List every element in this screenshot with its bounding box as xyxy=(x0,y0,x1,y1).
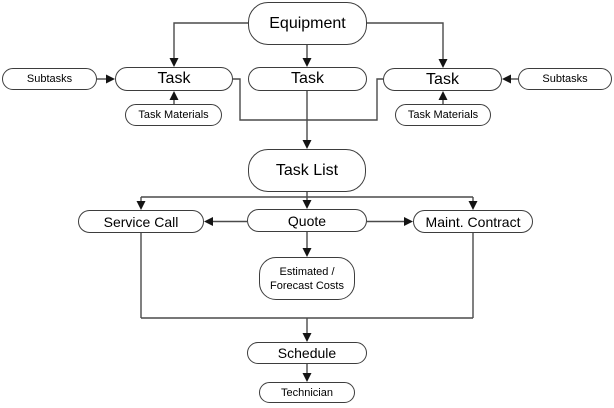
node-label: Maint. Contract xyxy=(425,213,521,230)
node-task-materials-left: Task Materials xyxy=(125,104,222,126)
node-task-left: Task xyxy=(115,67,233,91)
node-label: Estimated / xyxy=(279,265,335,278)
arrowhead xyxy=(302,333,312,342)
node-label: Technician xyxy=(281,386,333,399)
node-task-center: Task xyxy=(248,67,367,91)
arrowhead xyxy=(302,373,312,382)
node-task-right: Task xyxy=(383,68,502,91)
edge-equipment-task-right xyxy=(367,22,444,59)
node-label: Task xyxy=(426,70,459,88)
node-label: Task xyxy=(157,70,191,87)
node-label: Task Materials xyxy=(138,109,209,121)
edge-equipment-task-left xyxy=(173,22,248,58)
node-quote: Quote xyxy=(247,209,367,232)
arrowhead xyxy=(468,201,478,210)
node-estimated-costs: Estimated / Forecast Costs xyxy=(259,257,355,300)
edge-task-left-merge xyxy=(233,78,307,121)
arrowhead xyxy=(169,58,179,67)
arrowhead xyxy=(438,59,448,68)
arrowhead xyxy=(302,200,312,209)
arrowhead xyxy=(204,217,213,226)
node-technician: Technician xyxy=(259,382,355,403)
arrowhead xyxy=(169,91,179,100)
node-label: Forecast Costs xyxy=(270,279,344,292)
node-label: Subtasks xyxy=(542,73,588,85)
node-equipment: Equipment xyxy=(248,2,367,45)
node-subtasks-right: Subtasks xyxy=(518,68,612,90)
arrowhead xyxy=(302,140,312,149)
node-service-call: Service Call xyxy=(78,210,204,233)
node-label: Subtasks xyxy=(26,73,73,85)
edge-task-right-merge xyxy=(307,78,383,121)
node-label: Schedule xyxy=(277,345,337,361)
node-schedule: Schedule xyxy=(247,342,367,364)
node-label: Quote xyxy=(287,212,327,229)
node-label: Task List xyxy=(275,161,339,179)
node-label: Service Call xyxy=(103,213,179,230)
node-label: Task xyxy=(291,70,324,87)
node-label: Equipment xyxy=(269,14,346,32)
arrowhead xyxy=(404,217,413,226)
node-task-materials-right: Task Materials xyxy=(395,104,491,126)
arrowhead xyxy=(302,58,312,67)
arrowhead xyxy=(302,248,312,257)
arrowhead xyxy=(106,74,115,84)
node-subtasks-left: Subtasks xyxy=(2,68,97,90)
node-label: Task Materials xyxy=(407,109,479,121)
edge-task-list-branch xyxy=(141,192,473,198)
node-task-list: Task List xyxy=(248,149,366,192)
node-maint-contract: Maint. Contract xyxy=(413,210,533,233)
arrowhead xyxy=(502,74,511,84)
arrowhead xyxy=(136,201,146,210)
arrowhead xyxy=(438,91,448,100)
